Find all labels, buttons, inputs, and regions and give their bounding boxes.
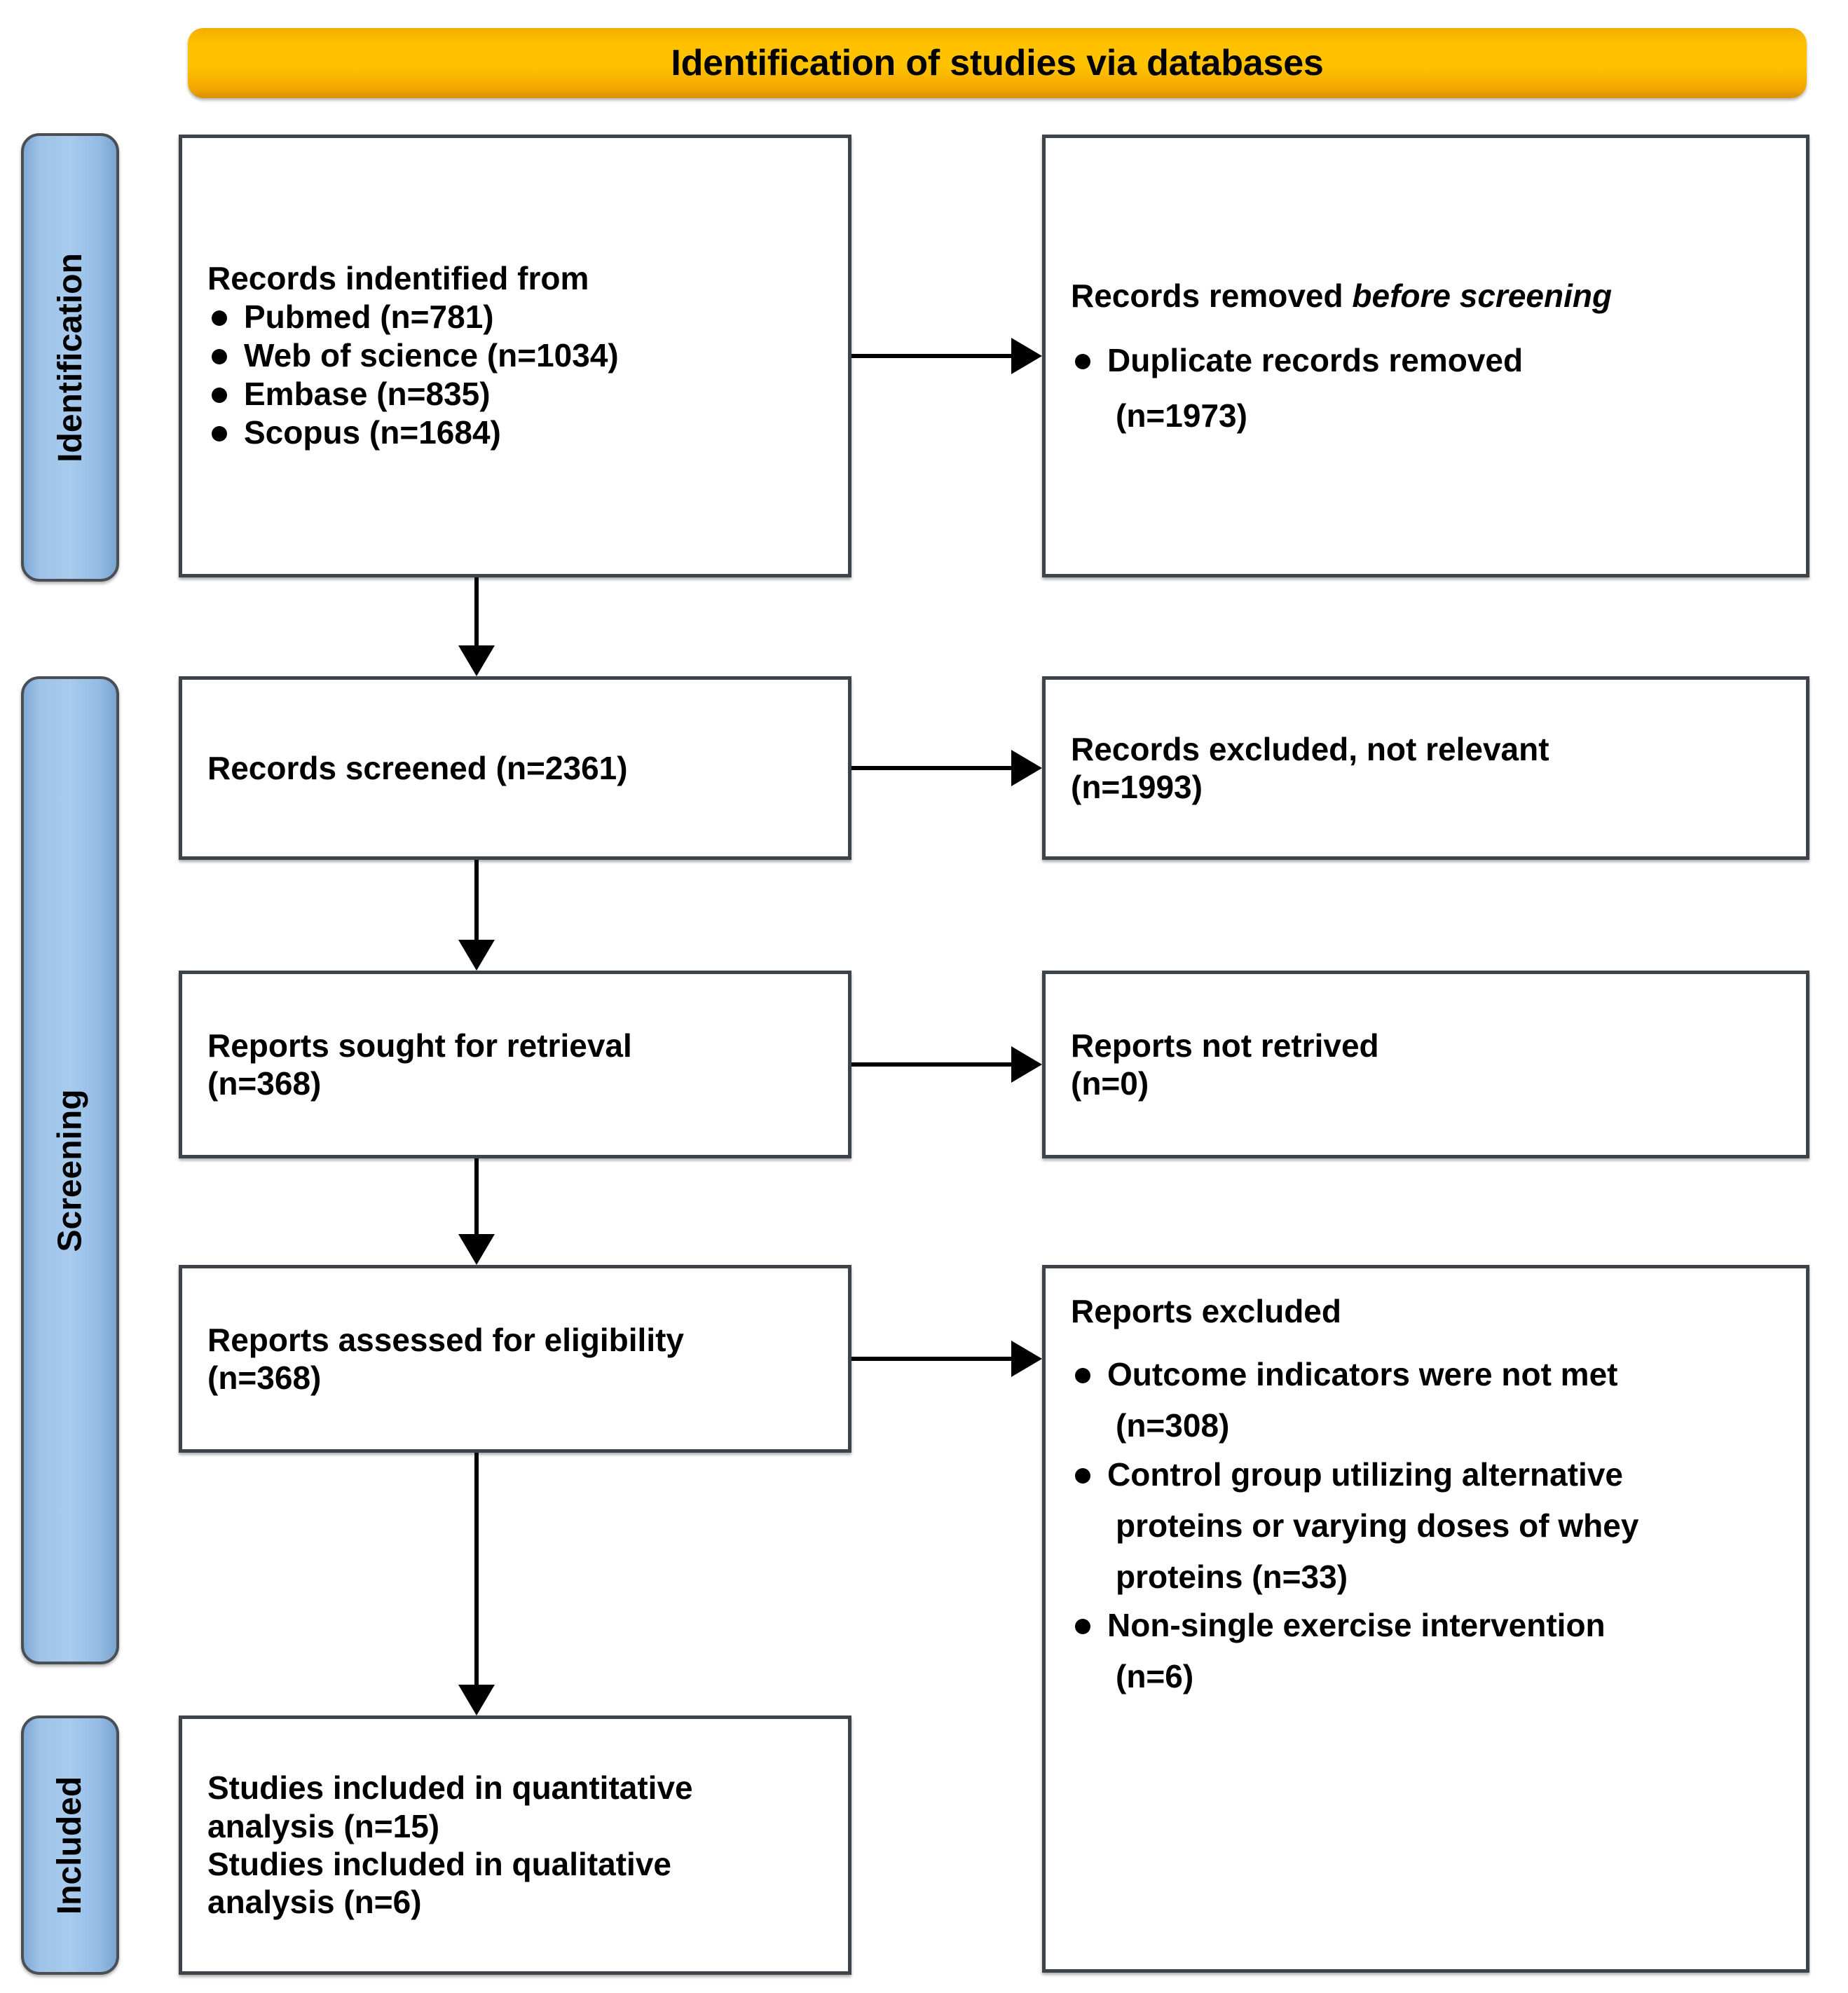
arrow-head-icon [1011, 1341, 1042, 1377]
list-item: Control group utilizing alternative prot… [1071, 1456, 1781, 1597]
arrow-head-icon [1011, 338, 1042, 374]
reports-not-retrieved-text: Reports not retrived [1071, 1027, 1379, 1064]
arrow-assessed-to-included [457, 1453, 496, 1715]
list-item: Embase (n=835) [207, 375, 823, 413]
box-records-identified: Records indentified from Pubmed (n=781) … [179, 135, 851, 577]
reason-label: Duplicate records removed [1107, 341, 1524, 378]
list-item: Pubmed (n=781) [207, 298, 823, 336]
records-screened-text: Records screened (n=2361) [207, 749, 628, 786]
arrow-shaft [851, 1357, 1014, 1361]
records-identified-sources: Pubmed (n=781) Web of science (n=1034) E… [207, 298, 823, 453]
stage-label-identification: Identification [51, 252, 89, 463]
stage-label-included: Included [51, 1776, 89, 1915]
stage-pill-included: Included [21, 1715, 119, 1975]
studies-included-quant-text: Studies included in quantitative [207, 1769, 693, 1807]
records-removed-title-italic: before screening [1352, 277, 1613, 314]
exclusion-count: (n=308) [1116, 1407, 1230, 1444]
list-item: Scopus (n=1684) [207, 413, 823, 452]
bullet-dot-icon [1075, 1619, 1090, 1635]
reports-not-retrieved-count: (n=0) [1071, 1065, 1149, 1102]
stage-pill-screening: Screening [21, 676, 119, 1664]
bullet-dot-icon [1075, 1467, 1090, 1484]
list-item: Duplicate records removed (n=1973) [1071, 341, 1781, 435]
arrow-shaft [474, 1453, 479, 1685]
reports-assessed-text: Reports assessed for eligibility [207, 1321, 685, 1358]
exclusion-count: proteins (n=33) [1116, 1559, 1348, 1596]
arrow-screened-to-excluded [851, 748, 1042, 788]
reports-excluded-title: Reports excluded [1071, 1293, 1341, 1329]
arrow-head-icon [1011, 1046, 1042, 1083]
arrow-identified-to-removed [851, 336, 1042, 376]
bullet-dot-icon [212, 388, 227, 404]
source-label: Pubmed (n=781) [244, 298, 494, 335]
studies-included-quant-count: analysis (n=15) [207, 1807, 440, 1844]
bullet-dot-icon [1075, 353, 1090, 369]
reports-sought-count: (n=368) [207, 1065, 322, 1102]
records-removed-title: Records removed before screening [1071, 277, 1781, 315]
arrow-shaft [851, 354, 1014, 358]
bullet-dot-icon [212, 348, 227, 364]
source-label: Scopus (n=1684) [244, 414, 501, 451]
box-studies-included: Studies included in quantitative analysi… [179, 1715, 851, 1975]
box-reports-excluded-reasons: Reports excluded Outcome indicators were… [1042, 1265, 1809, 1973]
list-item: Outcome indicators were not met (n=308) [1071, 1355, 1781, 1445]
box-reports-sought: Reports sought for retrieval (n=368) [179, 971, 851, 1158]
list-item: Non-single exercise intervention (n=6) [1071, 1606, 1781, 1696]
arrow-sought-to-assessed [457, 1158, 496, 1265]
diagram-header-banner: Identification of studies via databases [188, 28, 1807, 98]
banner-title: Identification of studies via databases [671, 43, 1324, 83]
reports-assessed-count: (n=368) [207, 1360, 322, 1396]
exclusion-reason: Outcome indicators were not met [1107, 1356, 1618, 1393]
arrow-sought-to-not-retrieved [851, 1045, 1042, 1084]
records-excluded-text: Records excluded, not relevant [1071, 730, 1549, 767]
exclusion-reason: Non-single exercise intervention [1107, 1607, 1606, 1644]
records-identified-title: Records indentified from [207, 260, 589, 297]
bullet-dot-icon [212, 426, 227, 442]
bullet-dot-icon [1075, 1368, 1090, 1384]
exclusion-reason: Control group utilizing alternative [1107, 1456, 1623, 1493]
source-label: Web of science (n=1034) [244, 336, 619, 374]
reason-count: (n=1973) [1116, 397, 1247, 434]
arrow-head-icon [458, 1685, 495, 1715]
records-removed-title-plain: Records removed [1071, 277, 1353, 314]
source-label: Embase (n=835) [244, 376, 491, 413]
box-reports-assessed: Reports assessed for eligibility (n=368) [179, 1265, 851, 1453]
exclusion-count: (n=6) [1116, 1658, 1194, 1695]
arrow-screened-to-sought [457, 860, 496, 971]
arrow-shaft [474, 1158, 479, 1234]
stage-label-screening: Screening [51, 1088, 89, 1252]
arrow-shaft [851, 1062, 1014, 1067]
records-removed-reasons: Duplicate records removed (n=1973) [1071, 341, 1781, 435]
bullet-dot-icon [212, 310, 227, 326]
reports-sought-text: Reports sought for retrieval [207, 1027, 632, 1064]
studies-included-qual-count: analysis (n=6) [207, 1884, 422, 1921]
arrow-assessed-to-reports-excluded [851, 1339, 1042, 1378]
reports-excluded-list: Outcome indicators were not met (n=308) … [1071, 1355, 1781, 1696]
exclusion-reason-cont: proteins or varying doses of whey [1116, 1507, 1639, 1544]
box-records-removed: Records removed before screening Duplica… [1042, 135, 1809, 577]
stage-pill-identification: Identification [21, 133, 119, 582]
arrow-head-icon [458, 1234, 495, 1265]
arrow-shaft [474, 860, 479, 940]
arrow-head-icon [458, 940, 495, 971]
arrow-head-icon [458, 645, 495, 676]
box-records-excluded: Records excluded, not relevant (n=1993) [1042, 676, 1809, 860]
arrow-shaft [474, 577, 479, 645]
arrow-identified-to-screened [457, 577, 496, 676]
box-reports-not-retrieved: Reports not retrived (n=0) [1042, 971, 1809, 1158]
arrow-shaft [851, 766, 1014, 770]
list-item: Web of science (n=1034) [207, 336, 823, 375]
records-excluded-count: (n=1993) [1071, 769, 1203, 805]
arrow-head-icon [1011, 750, 1042, 786]
studies-included-qual-text: Studies included in qualitative [207, 1846, 671, 1882]
box-records-screened: Records screened (n=2361) [179, 676, 851, 860]
